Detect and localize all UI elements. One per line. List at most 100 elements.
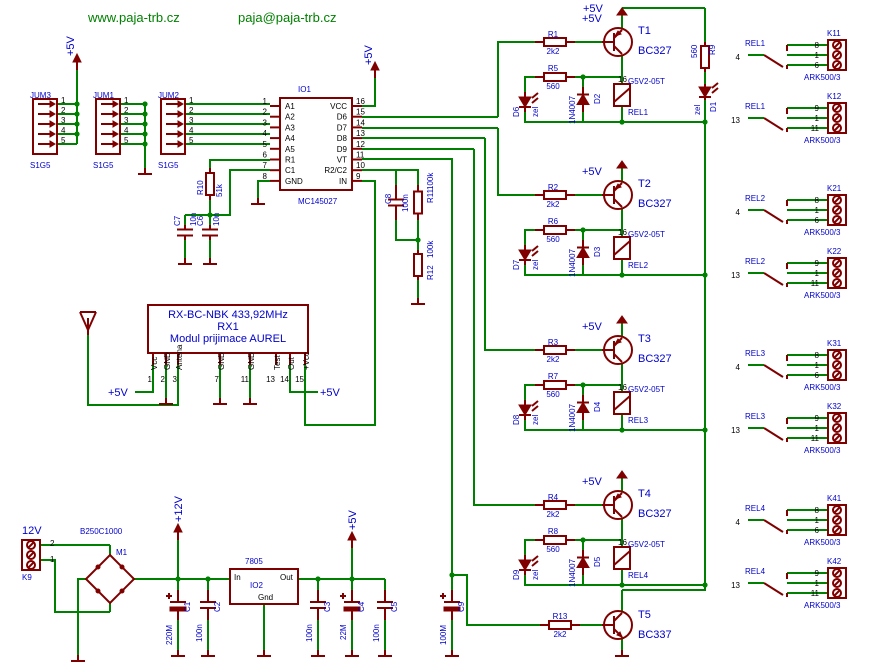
- ic-pin-number: 14: [356, 118, 365, 127]
- jumper-pin: [49, 100, 56, 108]
- c6-label: C6: [196, 215, 205, 226]
- wire: [582, 519, 623, 550]
- rx-pin-number: 2: [161, 375, 166, 384]
- jumper-pin: [112, 130, 119, 138]
- r9-label: R9: [708, 44, 717, 55]
- wire: [452, 574, 540, 626]
- ic-pin-left: A1: [285, 102, 295, 111]
- symbol-line: [763, 209, 784, 223]
- symbol-line: [711, 87, 719, 94]
- jumper-pin: [49, 130, 56, 138]
- terminal-pin: 1: [815, 424, 820, 433]
- c2-value: 100n: [195, 624, 204, 642]
- resistor-symbol: [543, 500, 567, 510]
- rx-pin-name: GND: [163, 352, 172, 370]
- wire: [524, 575, 583, 586]
- symbol-line: [833, 196, 841, 204]
- diode-type: 1N4007: [568, 403, 577, 432]
- terminal-pin: 9: [815, 104, 820, 113]
- c4-label: C4: [357, 601, 366, 612]
- terminal-pin: 9: [815, 569, 820, 578]
- jumper-pin: [177, 110, 184, 118]
- ic-pin-number: 12: [356, 140, 365, 149]
- ic-pin-number: 3: [263, 118, 268, 127]
- wire: [582, 364, 623, 395]
- plus12v-label: +12V: [173, 495, 185, 522]
- jumper-type: S1G5: [30, 161, 51, 170]
- symbol-line: [531, 560, 539, 567]
- relay-label: REL4: [628, 571, 649, 580]
- c5-label: C5: [390, 601, 399, 612]
- jumper-pin: [49, 110, 56, 118]
- resistor-symbol: [543, 345, 567, 355]
- supply-label: +5V: [582, 166, 603, 178]
- led-symbol: [518, 404, 532, 416]
- wire: [524, 112, 583, 123]
- junction-dot: [74, 131, 80, 137]
- regulator-type: 7805: [245, 557, 263, 566]
- led-symbol: [698, 86, 712, 98]
- base-resistor-label: R3: [548, 338, 559, 347]
- led-color: zel: [531, 415, 540, 425]
- relay-type: G5V2-05T: [628, 230, 665, 239]
- pin-number: 1: [61, 96, 66, 105]
- terminal-pin: 1: [815, 51, 820, 60]
- c2-label: C2: [213, 601, 222, 612]
- symbol-line: [763, 364, 784, 378]
- wire: [396, 169, 419, 185]
- symbol-line: [833, 206, 841, 214]
- terminal-pin: 11: [811, 589, 820, 598]
- pin-number: 2: [124, 106, 129, 115]
- pin-number: 5: [61, 136, 66, 145]
- terminal-pin: 8: [815, 351, 820, 360]
- relay-contact-label: REL3: [745, 349, 766, 358]
- ic-pin-right: VT: [337, 156, 347, 165]
- symbol-line: [531, 245, 539, 252]
- jumper-header: [95, 98, 121, 155]
- rx-pin-name: Out: [287, 356, 296, 370]
- supply-arrow: [347, 530, 357, 541]
- c1-value: 220M: [165, 625, 174, 645]
- ic-pin-left: GND: [285, 177, 303, 186]
- plus5v-label: +5V: [347, 509, 359, 530]
- wire: [135, 365, 154, 393]
- terminal-pin: 1: [815, 206, 820, 215]
- base-resistor-value: 2k2: [547, 47, 560, 56]
- resistor-symbol: [543, 37, 567, 47]
- led-symbol: [518, 249, 532, 261]
- led-resistor-label: R7: [548, 372, 559, 381]
- ic-pin-number: 10: [356, 161, 365, 170]
- resistor-symbol: [700, 45, 710, 69]
- symbol-line: [833, 579, 841, 587]
- relay-pin: 16: [618, 538, 627, 547]
- terminal-label: K41: [827, 494, 842, 503]
- symbol-line: [87, 311, 97, 331]
- ic-pin-left: A2: [285, 113, 295, 122]
- terminal-type: ARK500/3: [804, 538, 841, 547]
- contact-pin: 13: [731, 581, 740, 590]
- ic-pin-number: 15: [356, 108, 365, 117]
- r13-label: R13: [553, 612, 568, 621]
- ic-pin-right: D9: [337, 145, 348, 154]
- contact-pin: 13: [731, 271, 740, 280]
- r12-value: 100k: [426, 240, 435, 258]
- terminal-pin: 11: [811, 279, 820, 288]
- pin-number: 3: [124, 116, 129, 125]
- relay-contact-label: REL4: [745, 504, 766, 513]
- symbol-line: [833, 569, 841, 577]
- junction-dot: [619, 582, 625, 588]
- k9-pin: 2: [50, 539, 55, 548]
- rx-pin-name: Vcc: [150, 357, 159, 370]
- jumper-pin: [49, 140, 56, 148]
- symbol-line: [531, 92, 539, 99]
- r10-label: R10: [196, 180, 205, 195]
- terminal-label: K42: [827, 557, 842, 566]
- wire: [524, 420, 583, 431]
- k9-pin: 1: [50, 555, 55, 564]
- rx-pin-number: 3: [173, 375, 178, 384]
- terminal-pin: 6: [815, 216, 820, 225]
- capacitor-plate: [443, 606, 461, 612]
- pin-number: 2: [61, 106, 66, 115]
- base-resistor-label: R4: [548, 493, 559, 502]
- k9-label: K9: [22, 573, 32, 582]
